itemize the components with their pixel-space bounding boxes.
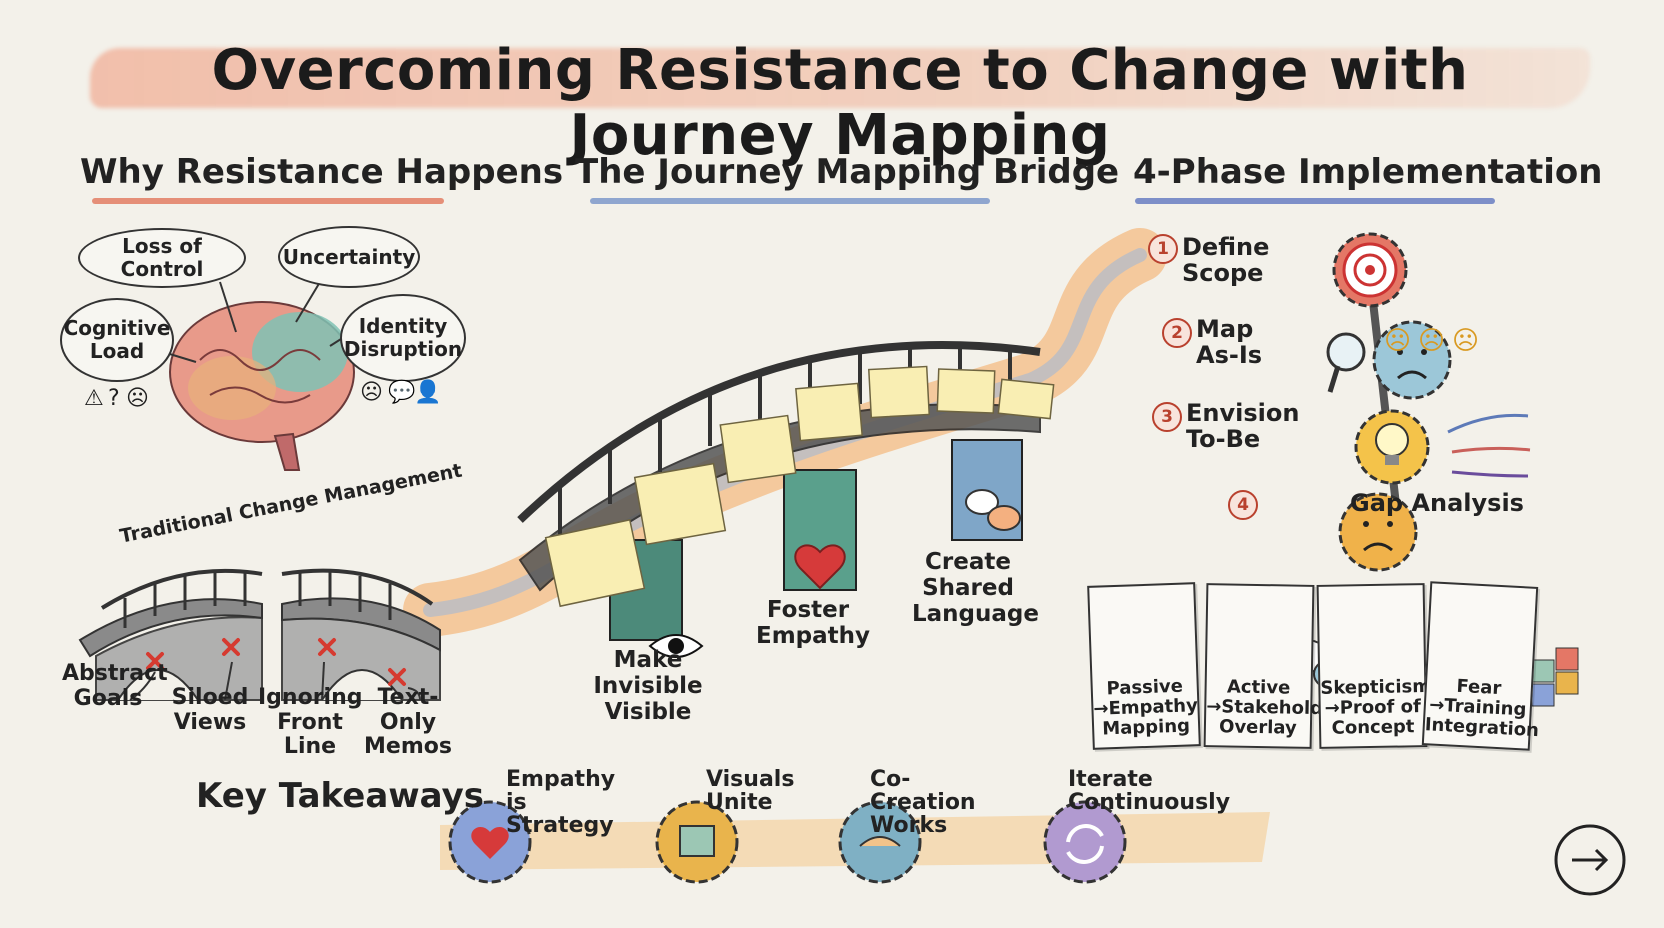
target-gear-icon [1332,232,1408,308]
bubble-uncertainty: Uncertainty [278,226,420,288]
takeaway-iterate-continuously: Iterate Continuously [1068,767,1231,816]
card-label: Skepticism →Proof of Concept [1320,675,1432,739]
card-passive-empathy: Passive →Empathy Mapping [1087,582,1201,750]
phase-number-1: 1 [1148,234,1178,264]
map-badge-icon [655,800,739,884]
title-highlight [90,48,1590,108]
speech-icon: 💬 [388,380,416,405]
page-title: Overcoming Resistance to Change with Jou… [211,38,1469,168]
section-heading-phases: 4-Phase Implementation [1133,152,1603,192]
card-label: Fear →Training Integration [1424,675,1540,741]
takeaway-visuals-unite: Visuals Unite [706,767,795,816]
worried-face-gear-icon [1338,492,1418,572]
cycle-badge-icon [1043,800,1127,884]
heading-underline [1135,198,1495,204]
pillar-make-invisible-visible: Make Invisible Visible [593,647,703,725]
heading-underline [92,198,444,204]
card-label: Active →Stakeholder Overlay [1206,675,1345,739]
takeaways-heading: Key Takeaways [196,776,484,816]
title-banner: Overcoming Resistance to Change with Jou… [90,30,1590,168]
failure-text-only-memos: Text-Only Memos [364,685,452,760]
person-icon: 👤 [414,380,442,405]
sad-face-icon: ☹ [1418,326,1446,356]
bubble-loss-of-control: Loss of Control [78,228,246,288]
heading-underline [590,198,990,204]
card-label: Passive →Empathy Mapping [1093,675,1199,740]
eye-icon [648,634,704,658]
broken-bridge-icon [78,568,441,701]
next-arrow-icon [1554,824,1626,896]
phase-gap-analysis: Gap Analysis [1350,489,1524,517]
pillar-create-shared-language: Create Shared Language [912,549,1039,627]
puzzle-icon [1531,647,1579,707]
worried-face-icon: ☹ [360,380,383,405]
takeaway-co-creation-works: Co-Creation Works [870,767,976,839]
takeaway-empathy-is-strategy: Empathy is Strategy [506,767,616,839]
confused-face-icon: ☹ [126,386,149,411]
phase-number-3: 3 [1152,402,1182,432]
sad-face-gear-icon [1372,320,1452,400]
journey-bridge-icon [517,341,1055,641]
sad-face-icon: ☹ [1452,326,1480,356]
question-mark-icon: ? [108,386,120,411]
magnifier-icon [1326,332,1366,393]
bubble-identity-disruption: Identity Disruption [340,294,466,382]
heart-icon [794,544,846,590]
heart-badge-icon [448,800,532,884]
brain-icon [169,301,355,471]
phase-number-2: 2 [1162,318,1192,348]
card-active-stakeholder: Active →Stakeholder Overlay [1203,583,1345,749]
card-fear-training: Fear →Training Integration [1421,581,1540,751]
pillar-foster-empathy: Foster Empathy [756,597,871,649]
failure-siloed-views: Siloed Views [171,685,249,735]
failure-abstract-goals: Abstract Goals [62,661,168,711]
warning-icon: ⚠ [84,386,104,411]
phase-map-as-is: Map As-Is [1196,315,1263,370]
section-heading-why: Why Resistance Happens [80,152,564,192]
phase-define-scope: Define Scope [1182,233,1270,288]
phase-number-4: 4 [1228,490,1258,520]
handshake-badge-icon [838,800,922,884]
section-heading-bridge: The Journey Mapping Bridge [575,152,1120,192]
speech-bubbles-icon [965,489,1021,531]
bubble-cognitive-load: Cognitive Load [60,298,174,382]
sad-face-icon: ☹ [1384,326,1412,356]
lightbulb-gear-icon [1354,409,1430,485]
arrows-icon [1447,413,1531,478]
card-skepticism-proof: Skepticism →Proof of Concept [1316,583,1432,749]
phase-envision-to-be: Envision To-Be [1186,399,1300,454]
failure-ignoring-front-line: Ignoring Front Line [258,685,363,760]
